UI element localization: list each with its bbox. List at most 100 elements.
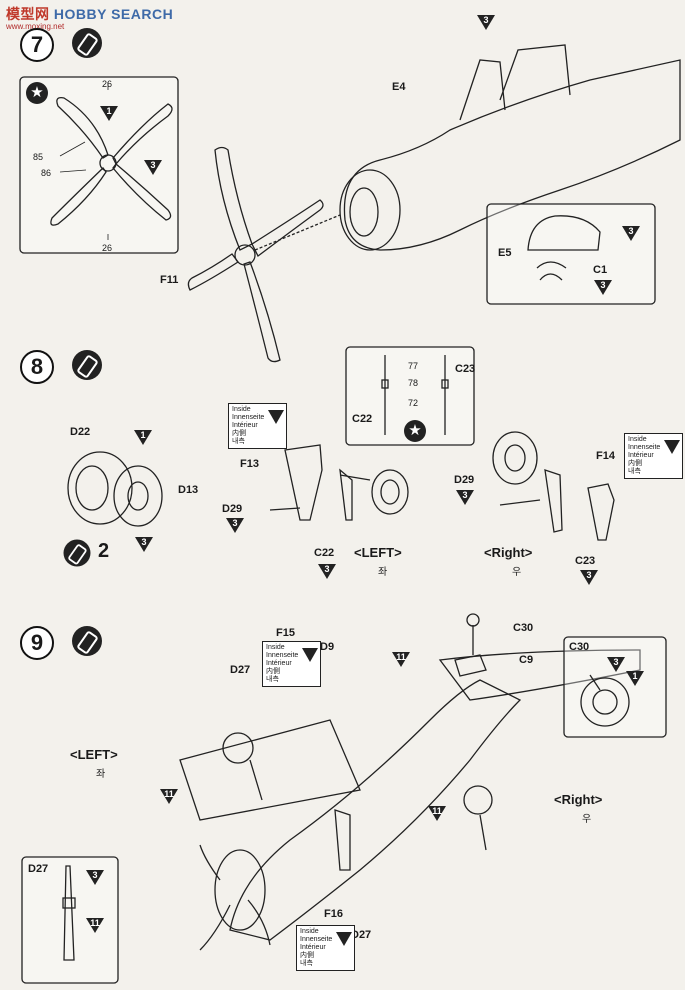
color-callout-label: 3 [232,518,238,528]
step-7-number: 7 [20,28,54,62]
color-callout-11 [268,410,285,424]
quantity-label: 2 [98,540,110,562]
color-callout-label: 3 [462,490,468,500]
color-callout-11 [302,648,319,662]
part-d27: D27 [230,664,251,676]
color-callout-label: 3 [483,15,489,25]
color-callout-c30-3: 3 [607,657,625,672]
part-f13: F13 [240,458,259,470]
part-d29-left: D29 [222,503,243,515]
part-e5: E5 [498,247,512,259]
note-line-4: 内側 [300,952,314,959]
note-line-5: 내측 [300,960,313,967]
color-callout-1: 1 [100,106,118,121]
note-line-5: 내측 [232,438,245,445]
part-f15: F15 [276,627,295,639]
inside-note-right: Inside Innenseite Intérieur 内側 내측 [624,433,684,479]
color-callout-label: 3 [586,570,592,580]
inset-num-77: 77 [408,361,419,371]
note-line-4: 内側 [628,460,642,467]
inside-note-left: Inside Innenseite Intérieur 内側 내측 [228,403,288,449]
color-callout-label: 1 [106,106,112,116]
watermark-url: www.moxing.net [6,22,65,31]
cement-icon [72,350,102,380]
inside-note-bottom: Inside Innenseite Intérieur 内側 내측 [296,925,356,971]
double-part-icon [63,539,91,567]
part-c30: C30 [513,622,534,634]
color-callout-label: 3 [324,564,330,574]
part-c1: C1 [593,264,608,276]
color-callout-d22: 1 [134,430,152,445]
note-line-1: Inside [232,406,251,413]
star-icon: ★ [404,420,426,442]
color-callout-c1: 3 [594,280,612,295]
part-c22-inset: C22 [352,413,373,425]
part-d29-right: D29 [454,474,475,486]
part-c9: C9 [519,654,534,666]
part-c23-inset: C23 [455,363,476,375]
color-callout-label: 3 [600,280,606,290]
part-d27-inset: D27 [28,863,49,875]
left-side-ko: 좌 [96,769,106,780]
note-line-4: 内側 [232,430,246,437]
note-line-5: 내측 [628,468,641,475]
inside-note-step9: Inside Innenseite Intérieur 内側 내측 [262,641,322,687]
color-callout-e5: 3 [622,226,640,241]
part-f16: F16 [324,908,343,920]
color-callout-d29-left: 3 [226,518,244,533]
part-d13: D13 [178,484,199,496]
color-callout-c30-1: 1 [626,671,644,686]
part-d27-lower: D27 [351,929,372,941]
part-c30-inset: C30 [569,641,590,653]
note-line-2: Innenseite [266,652,299,659]
color-callout-11 [336,932,353,946]
color-callout-3: 3 [144,160,162,175]
color-callout-right-gear: 11 [428,806,446,821]
part-e4: E4 [392,81,406,93]
color-callout-d29-right: 3 [456,490,474,505]
note-line-1: Inside [300,928,319,935]
part-d9: D9 [320,641,335,653]
right-side-label: <Right> [484,545,533,560]
right-side-ko: 우 [582,814,592,825]
part-d22: D22 [70,426,91,438]
color-callout-left-gear: 11 [160,789,178,804]
note-line-2: Innenseite [628,444,661,451]
inset-num-78: 78 [408,378,419,388]
part-c22: C22 [314,547,335,559]
dim-86: 86 [41,168,52,178]
note-line-3: Intérieur [232,422,258,429]
dim-top: 26 [102,79,113,89]
color-callout-label: 11 [90,918,100,928]
color-callout-11 [664,440,681,454]
inset-num-72: 72 [408,398,419,408]
note-line-3: Intérieur [628,452,654,459]
color-callout-d13: 3 [135,537,153,552]
note-line-1: Inside [628,436,647,443]
watermark-cn: 模型网 [6,6,50,22]
color-callout-canopy: 3 [477,15,495,30]
note-line-4: 内側 [266,668,280,675]
note-line-3: Intérieur [300,944,326,951]
color-callout-label: 3 [141,537,147,547]
color-callout-d27-3: 3 [86,870,104,885]
note-line-1: Inside [266,644,285,651]
watermark-logo: 模型网 HOBBY SEARCH [6,4,173,24]
note-line-2: Innenseite [300,936,333,943]
part-f14: F14 [596,450,615,462]
color-callout-label: 3 [613,657,619,667]
dim-85: 85 [33,152,44,162]
color-callout-c9: 11 [392,652,410,667]
color-callout-label: 3 [92,870,98,880]
dim-bottom: 26 [102,243,113,253]
left-side-label: <LEFT> [70,747,118,762]
color-callout-label: 1 [140,430,146,440]
color-callout-d27-11: 11 [86,918,104,933]
cement-icon [72,626,102,656]
color-callout-label: 11 [432,806,442,816]
color-callout-label: 1 [632,671,638,681]
color-callout-label: 3 [628,226,634,236]
part-f11: F11 [160,274,179,286]
